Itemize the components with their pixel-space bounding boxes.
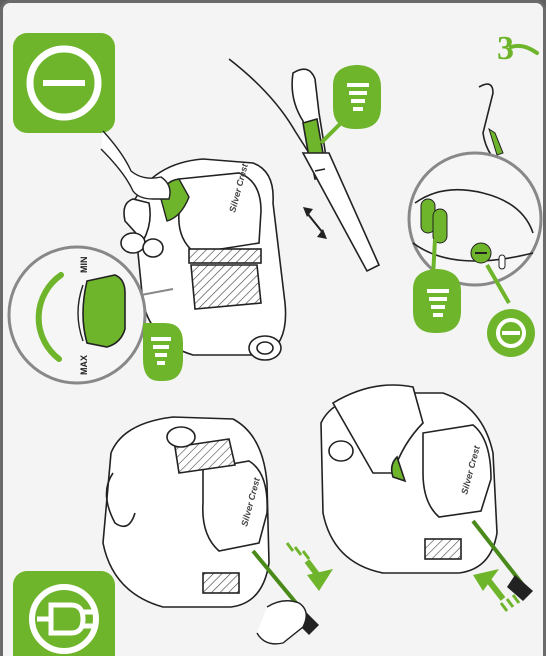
power-reduction-icon xyxy=(143,323,183,381)
power-reduction-icon-handle xyxy=(321,65,381,143)
hand-icon-cable xyxy=(257,601,306,644)
cable-arrow-icon xyxy=(287,543,333,591)
step-number-swoosh xyxy=(511,46,537,53)
plug-icon xyxy=(13,571,115,656)
power-reduction-icon-panel xyxy=(413,269,461,333)
power-off-icon-panel xyxy=(487,309,535,357)
power-off-icon xyxy=(13,33,115,133)
illustration-canvas: 3 Silver Crest MIN MAX xyxy=(3,3,546,656)
hand-icon xyxy=(101,131,170,199)
dial-max-label: MAX xyxy=(79,355,89,375)
dial-min-label: MIN xyxy=(79,257,89,274)
double-arrow-icon xyxy=(307,213,323,233)
